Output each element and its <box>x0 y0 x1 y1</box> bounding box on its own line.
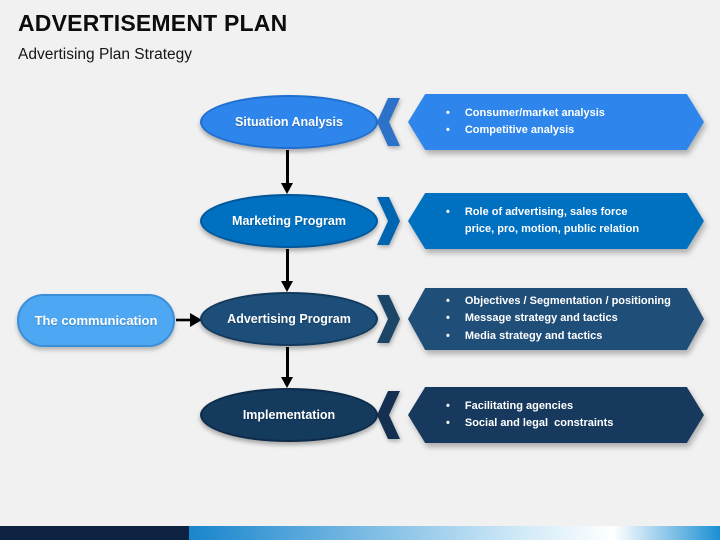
banner-advertising-program: • Objectives / Segmentation / positionin… <box>408 288 704 350</box>
banner-situation-analysis: • Consumer/market analysis • Competitive… <box>408 94 704 150</box>
down-arrow-connector <box>286 249 289 282</box>
chevron-arrow-icon <box>377 295 400 343</box>
ellipse-implementation: Implementation <box>200 388 378 442</box>
bullet-icon: • <box>446 106 450 119</box>
ellipse-label: Situation Analysis <box>235 115 343 129</box>
chevron-arrow-icon <box>377 391 400 439</box>
chevron-arrow-icon <box>377 197 400 245</box>
communication-shape: The communication <box>17 294 175 347</box>
chevron-arrow-icon <box>377 98 400 146</box>
bullet-icon: • <box>446 295 450 308</box>
bullet-item: • Competitive analysis <box>446 122 605 139</box>
bullet-item: • Facilitating agencies <box>446 398 613 415</box>
bullet-icon: • <box>446 329 450 342</box>
page-title: ADVERTISEMENT PLAN <box>18 10 288 36</box>
bullet-icon: • <box>446 417 450 429</box>
bullet-item: • Consumer/market analysis <box>446 105 605 122</box>
communication-arrow <box>176 313 202 327</box>
down-arrow-connector <box>286 347 289 378</box>
bullet-item: • Role of advertising, sales force price… <box>446 205 640 235</box>
bullet-icon: • <box>446 399 450 412</box>
ellipse-situation-analysis: Situation Analysis <box>200 95 378 149</box>
page-subtitle: Advertising Plan Strategy <box>18 46 193 63</box>
ellipse-advertising-program: Advertising Program <box>200 292 378 346</box>
bullet-icon: • <box>446 124 450 136</box>
bullet-item: • Objectives / Segmentation / positionin… <box>446 293 671 310</box>
bullet-icon: • <box>446 312 450 325</box>
ellipse-label: Implementation <box>242 408 336 422</box>
bullet-item: • Media strategy and tactics <box>446 328 671 345</box>
ellipse-label: Marketing Program <box>232 214 346 228</box>
bullet-icon: • <box>446 205 450 218</box>
footer-navy-segment <box>0 526 189 540</box>
banner-implementation: • Facilitating agencies • Social and leg… <box>408 387 704 443</box>
bullet-item: • Social and legal constraints <box>446 415 613 432</box>
ellipse-marketing-program: Marketing Program <box>200 194 378 248</box>
ellipse-label: Advertising Program <box>227 312 351 326</box>
footer-accent-bar <box>0 526 720 540</box>
down-arrow-connector <box>286 150 289 184</box>
communication-label: The communication <box>34 313 158 328</box>
footer-gradient-segment <box>188 526 720 540</box>
bullet-item: • Message strategy and tactics <box>446 310 671 327</box>
banner-marketing-program: • Role of advertising, sales force price… <box>408 193 704 249</box>
